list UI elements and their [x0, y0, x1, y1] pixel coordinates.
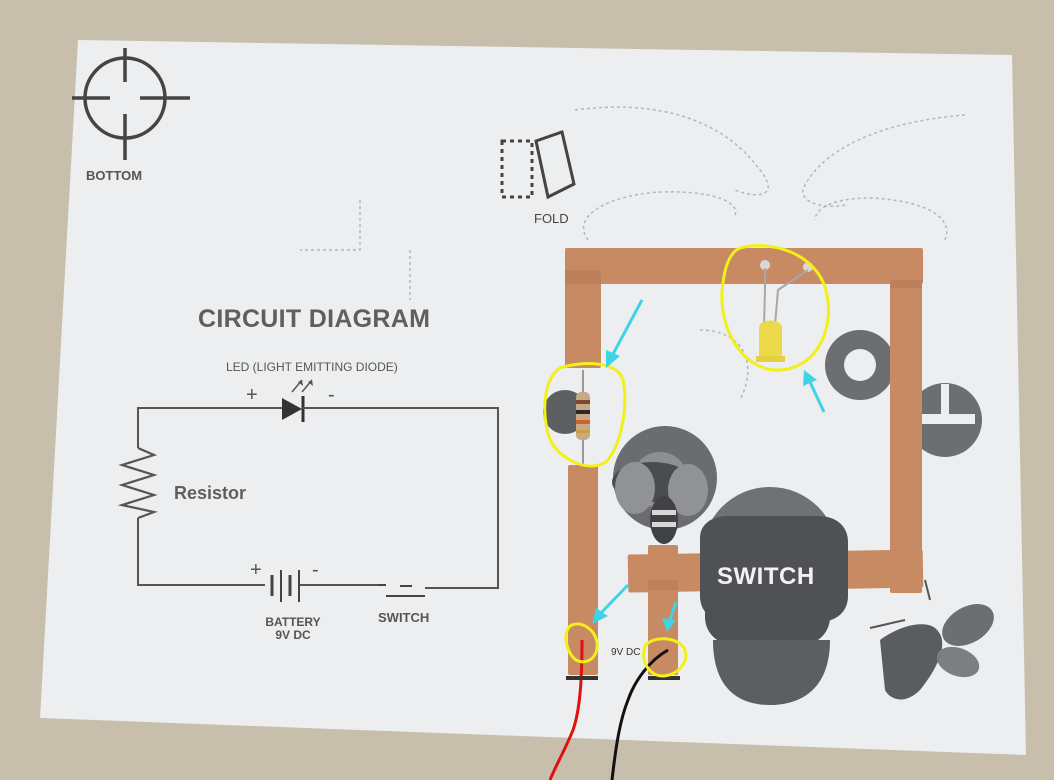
fold-icon [500, 130, 576, 200]
battery-minus-sign: - [312, 559, 319, 581]
schematic-wires [137, 407, 499, 589]
battery-plus-sign: + [250, 559, 262, 581]
arrow-to-right-terminal [662, 601, 678, 632]
yellow-highlights [543, 244, 830, 678]
led-plus-sign: + [246, 384, 258, 406]
red-wire [548, 639, 584, 780]
bottom-guide-label: BOTTOM [86, 168, 143, 183]
battery-terminal-right [648, 676, 680, 680]
cyan-arrows [592, 299, 826, 632]
led-label: LED (LIGHT EMITTING DIODE) [226, 360, 398, 374]
resistor-label: Resistor [174, 483, 247, 503]
fold-guide-label: FOLD [534, 211, 569, 226]
copper-left-upper-trace [565, 248, 601, 368]
battery-terminal-left [566, 676, 598, 680]
battery-label-line1: BATTERY [265, 615, 321, 629]
resistor-symbol [117, 446, 158, 520]
dotted-template-outlines [300, 106, 966, 401]
led-symbol [250, 379, 340, 422]
arrow-to-led [803, 370, 826, 413]
led-component [756, 260, 813, 362]
switch-symbol [378, 584, 425, 597]
resistor-component [576, 370, 590, 468]
paper-sheet [40, 40, 1026, 755]
highlight-resistor [543, 362, 627, 468]
copper-top-trace [565, 248, 923, 284]
highlight-right-terminal [642, 637, 688, 678]
copper-right-trace [890, 248, 922, 593]
highlight-led [720, 244, 830, 372]
arrow-to-left-terminal [592, 583, 630, 624]
diagram-title: CIRCUIT DIAGRAM [198, 305, 431, 333]
led-minus-sign: - [328, 384, 335, 406]
battery-label: BATTERY 9V DC [258, 616, 328, 642]
power-label: 9V DC [611, 647, 641, 658]
battery-symbol [270, 570, 300, 602]
arrow-to-resistor [606, 299, 644, 368]
highlight-left-terminal [564, 622, 599, 664]
switch-pad [700, 516, 848, 622]
switch-pad-label: SWITCH [717, 563, 815, 590]
crosshair-icon [72, 48, 190, 160]
copper-shading [565, 270, 922, 590]
black-wire [610, 648, 669, 780]
switch-label: SWITCH [378, 610, 430, 625]
battery-label-line2: 9V DC [275, 628, 311, 642]
